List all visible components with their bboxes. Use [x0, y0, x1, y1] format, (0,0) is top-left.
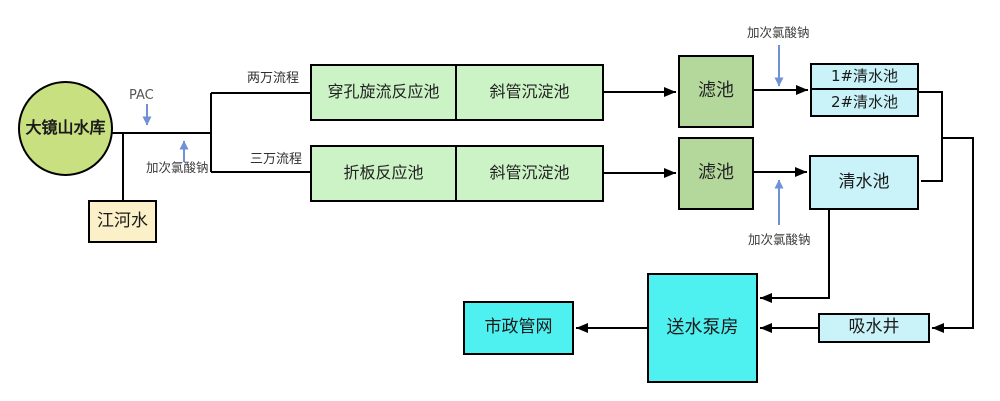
node-sediment-bottom: 斜管沉淀池	[489, 163, 570, 183]
node-pump-station: 送水泵房	[647, 273, 758, 383]
label-flow-20k: 两万流程	[247, 71, 300, 86]
node-clear-tank-2: 2#清水池	[830, 92, 899, 111]
node-reservoir: 大镜山水库	[18, 81, 113, 176]
node-sediment-top: 斜管沉淀池	[489, 82, 570, 102]
label-flow-30k: 三万流程	[250, 152, 303, 167]
label-pac: PAC	[129, 88, 154, 103]
node-process-row-bottom: 折板反应池 斜管沉淀池	[310, 145, 604, 202]
arrow-tanks-to-suction-well	[932, 137, 974, 333]
node-suction-well: 吸水井	[818, 313, 930, 343]
node-clear-tanks-12: 1#清水池 2#清水池	[810, 63, 919, 117]
arrow-cleartank-to-pump	[760, 210, 830, 303]
node-clear-tank: 清水池	[809, 155, 919, 210]
label-naclo-top-right: 加次氯酸钠	[747, 25, 810, 40]
label-naclo-bottom-right: 加次氯酸钠	[748, 232, 811, 247]
tanks-to-cleartank-line	[919, 91, 943, 182]
node-river-water: 江河水	[88, 200, 157, 243]
node-filter-top: 滤池	[678, 55, 754, 128]
label-naclo-left: 加次氯酸钠	[146, 160, 209, 175]
node-process-row-top: 穿孔旋流反应池 斜管沉淀池	[310, 64, 604, 121]
node-filter-bottom: 滤池	[678, 137, 754, 210]
source-branch-lines	[112, 92, 310, 200]
node-municipal-network: 市政管网	[463, 301, 574, 355]
node-reactor-top: 穿孔旋流反应池	[312, 66, 457, 119]
node-reactor-bottom: 折板反应池	[312, 147, 457, 200]
node-clear-tank-1: 1#清水池	[812, 65, 917, 90]
